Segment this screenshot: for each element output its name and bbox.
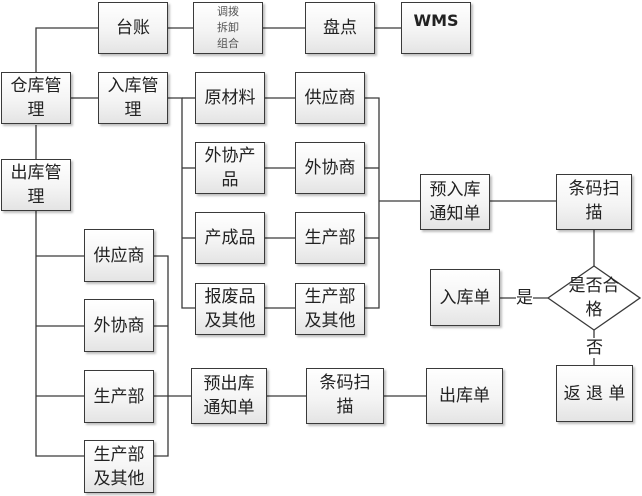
- no-label: 否: [586, 338, 603, 358]
- return-document-box[interactable]: 返 退 单: [556, 365, 633, 422]
- quality-decision-label: 是否合 格: [568, 276, 620, 320]
- transfer-box[interactable]: 调拨 拆卸 组合: [193, 2, 263, 54]
- inventory-count-box[interactable]: 盘点: [305, 2, 375, 54]
- line-outbound-bracket: [154, 255, 169, 457]
- line-source-bracket: [365, 97, 380, 309]
- inbound-source-box[interactable]: 供应商: [295, 72, 365, 124]
- outbound-target-box[interactable]: 供应商: [84, 229, 154, 282]
- warehouse-management-box[interactable]: 仓库管 理: [1, 72, 71, 124]
- outbound-management-box[interactable]: 出库管 理: [1, 159, 71, 211]
- outbound-target-box[interactable]: 外协商: [84, 299, 154, 352]
- inbound-material-box[interactable]: 外协产 品: [195, 142, 265, 194]
- line-outbound-trunk: [35, 211, 84, 457]
- ledger-box[interactable]: 台账: [98, 2, 168, 54]
- outbound-target-box[interactable]: 生产部: [84, 370, 154, 423]
- inbound-management-box[interactable]: 入库管 理: [98, 72, 168, 124]
- yes-label: 是: [516, 288, 533, 308]
- outbound-barcode-scan-box[interactable]: 条码扫 描: [306, 368, 384, 424]
- inbound-source-box[interactable]: 外协商: [295, 142, 365, 194]
- inbound-source-box[interactable]: 生产部: [295, 212, 365, 264]
- inbound-source-box[interactable]: 生产部 及其他: [295, 283, 365, 335]
- inbound-material-box[interactable]: 原材料: [195, 72, 265, 124]
- pre-outbound-notice-box[interactable]: 预出库 通知单: [191, 368, 267, 424]
- wms-box[interactable]: WMS: [401, 2, 471, 54]
- outbound-receipt-box[interactable]: 出库单: [426, 368, 503, 424]
- line-inbound-bracket: [168, 97, 195, 309]
- inbound-receipt-box[interactable]: 入库单: [430, 269, 500, 326]
- inbound-material-box[interactable]: 产成品: [195, 212, 265, 264]
- inbound-barcode-scan-box[interactable]: 条码扫 描: [556, 174, 632, 230]
- decision-diamond: [546, 265, 642, 331]
- line-warehouse-ledger: [35, 27, 98, 72]
- outbound-target-box[interactable]: 生产部 及其他: [84, 440, 154, 493]
- pre-inbound-notice-box[interactable]: 预入库 通知单: [420, 174, 490, 230]
- inbound-material-box[interactable]: 报废品 及其他: [195, 283, 265, 335]
